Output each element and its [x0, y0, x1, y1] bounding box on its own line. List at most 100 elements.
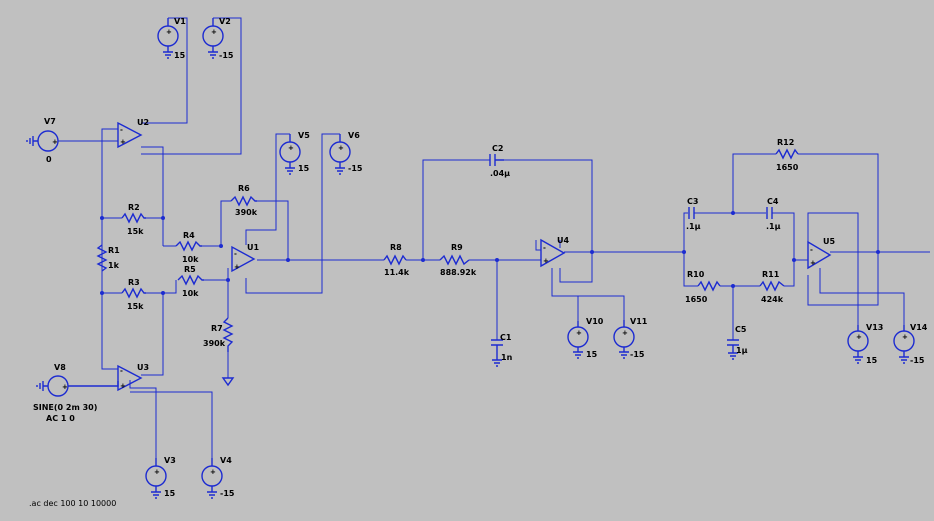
r2-value: 15k: [127, 227, 144, 236]
capacitor-c4[interactable]: C4 .1µ: [766, 197, 781, 231]
svg-text:+: +: [120, 382, 126, 390]
voltage-source-v10[interactable]: + V10 15: [567, 317, 604, 359]
opamp-u1[interactable]: - + U1: [231, 243, 259, 273]
svg-text:+: +: [856, 333, 862, 341]
voltage-source-v4[interactable]: + V4 -15: [201, 456, 235, 499]
svg-text:+: +: [622, 329, 628, 337]
resistor-r7[interactable]: R7 390k: [203, 317, 234, 352]
c3-value: .1µ: [686, 222, 701, 231]
r8-value: 11.4k: [384, 268, 410, 277]
v1-value: 15: [174, 51, 186, 60]
r1-name: R1: [108, 246, 120, 255]
capacitor-c3[interactable]: C3 .1µ: [686, 197, 701, 231]
svg-text:+: +: [120, 138, 126, 146]
r5-name: R5: [184, 265, 196, 274]
u1-name: U1: [247, 243, 259, 252]
u2-name: U2: [137, 118, 149, 127]
v11-name: V11: [630, 317, 648, 326]
v10-name: V10: [586, 317, 604, 326]
voltage-source-v3[interactable]: + V3 15: [145, 456, 176, 499]
r1-value: 1k: [108, 261, 120, 270]
c1-name: C1: [500, 333, 512, 342]
v8-value: SINE(0 2m 30): [33, 403, 97, 412]
spice-directive[interactable]: .ac dec 100 10 10000: [29, 499, 116, 508]
resistor-r3[interactable]: R3 15k: [121, 278, 146, 311]
svg-text:+: +: [338, 144, 344, 152]
voltage-source-v2[interactable]: + V2 -15: [202, 17, 234, 60]
svg-text:-: -: [234, 250, 237, 258]
r4-name: R4: [183, 231, 195, 240]
v4-name: V4: [220, 456, 232, 465]
opamp-u2[interactable]: - + U2: [117, 118, 149, 149]
voltage-source-v7[interactable]: + V7 0: [26, 117, 59, 164]
c1-value: 1n: [501, 353, 513, 362]
v5-name: V5: [298, 131, 310, 140]
r7-name: R7: [211, 324, 223, 333]
r9-value: 888.92k: [440, 268, 477, 277]
resistor-r12[interactable]: R12 1650: [775, 138, 799, 172]
c5-name: C5: [735, 325, 747, 334]
c2-value: .04µ: [490, 169, 510, 178]
r3-value: 15k: [127, 302, 144, 311]
voltage-source-v8[interactable]: + V8 SINE(0 2m 30) AC 1 0: [33, 363, 119, 423]
r8-name: R8: [390, 243, 402, 252]
voltage-source-v13[interactable]: + V13 15: [847, 323, 883, 365]
c3-name: C3: [687, 197, 698, 206]
voltage-source-v6[interactable]: + V6 -15: [329, 131, 363, 175]
r11-value: 424k: [761, 295, 784, 304]
svg-text:+: +: [288, 144, 294, 152]
c4-name: C4: [767, 197, 779, 206]
u4-name: U4: [557, 236, 569, 245]
voltage-source-v11[interactable]: + V11 -15: [613, 317, 648, 359]
resistor-r9[interactable]: R9 888.92k: [439, 243, 477, 277]
r3-name: R3: [128, 278, 140, 287]
v11-value: -15: [630, 350, 645, 359]
v1-name: V1: [174, 17, 186, 26]
voltage-source-v5[interactable]: + V5 15: [279, 131, 310, 175]
voltage-source-v1[interactable]: + V1 15: [157, 17, 186, 60]
svg-text:-: -: [120, 126, 123, 134]
v2-name: V2: [219, 17, 231, 26]
resistor-r2[interactable]: R2 15k: [121, 203, 146, 236]
c5-value: 1µ: [736, 346, 748, 355]
r6-name: R6: [238, 184, 250, 193]
u3-name: U3: [137, 363, 149, 372]
svg-text:+: +: [211, 28, 217, 36]
resistor-r10[interactable]: R10 1650: [685, 270, 721, 304]
r7-value: 390k: [203, 339, 226, 348]
voltage-source-v14[interactable]: + V14 -15: [893, 323, 928, 365]
opamp-u3[interactable]: - + U3: [117, 363, 149, 392]
r10-name: R10: [687, 270, 705, 279]
capacitor-c1[interactable]: C1 1n: [491, 333, 513, 367]
r5-value: 10k: [182, 289, 199, 298]
opamp-u5[interactable]: - + U5: [807, 237, 835, 270]
r11-name: R11: [762, 270, 780, 279]
resistor-r6[interactable]: R6 390k: [230, 184, 258, 217]
v8-ac-value: AC 1 0: [46, 414, 75, 423]
svg-text:+: +: [543, 257, 549, 265]
svg-text:-: -: [543, 244, 546, 252]
resistor-r8[interactable]: R8 11.4k: [383, 243, 410, 277]
capacitor-c5[interactable]: C5 1µ: [727, 325, 748, 360]
resistor-r11[interactable]: R11 424k: [759, 270, 785, 304]
resistor-r1[interactable]: R1 1k: [96, 244, 120, 272]
capacitor-c2[interactable]: C2 .04µ: [489, 144, 510, 178]
v2-value: -15: [219, 51, 234, 60]
u5-name: U5: [823, 237, 835, 246]
opamp-u4[interactable]: - + U4: [540, 236, 569, 268]
svg-text:+: +: [576, 329, 582, 337]
r2-name: R2: [128, 203, 140, 212]
resistor-r4[interactable]: R4 10k: [175, 231, 202, 264]
v7-name: V7: [44, 117, 56, 126]
svg-text:+: +: [52, 138, 58, 146]
svg-text:-: -: [810, 246, 813, 254]
v3-value: 15: [164, 489, 176, 498]
v6-value: -15: [348, 164, 363, 173]
v14-name: V14: [910, 323, 928, 332]
c4-value: .1µ: [766, 222, 781, 231]
resistor-r5[interactable]: R5 10k: [177, 265, 204, 298]
r9-name: R9: [451, 243, 463, 252]
r12-name: R12: [777, 138, 794, 147]
